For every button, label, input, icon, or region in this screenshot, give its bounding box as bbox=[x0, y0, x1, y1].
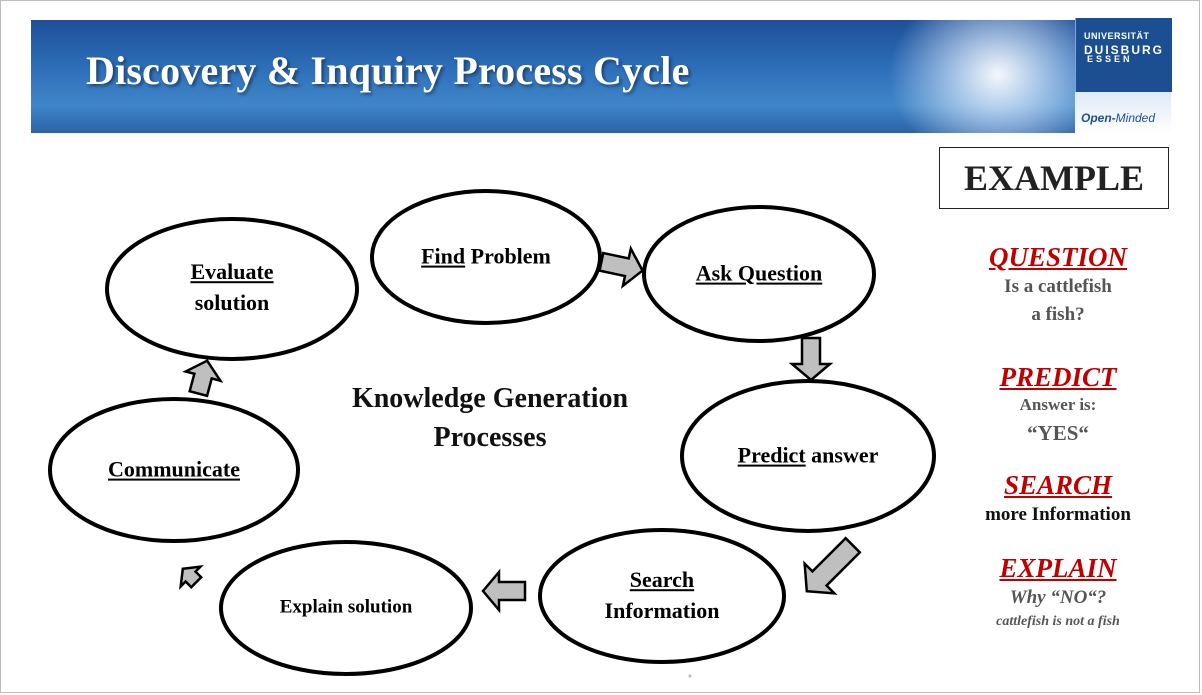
slide-title: Discovery & Inquiry Process Cycle bbox=[86, 48, 690, 93]
example-title: EXAMPLE bbox=[964, 158, 1144, 198]
example-search: SEARCH more Information bbox=[985, 470, 1131, 529]
example-predict-heading: PREDICT bbox=[999, 362, 1117, 392]
arrow-search-to-explain bbox=[481, 568, 527, 614]
node-ellipse-communicate bbox=[48, 397, 300, 543]
header-banner: Discovery & Inquiry Process Cycle bbox=[31, 20, 1168, 133]
node-ellipse-ask bbox=[642, 205, 876, 343]
arrow-predict-to-search bbox=[803, 536, 862, 595]
logo-line-3: ESSEN bbox=[1087, 54, 1133, 64]
banner-glow bbox=[888, 20, 1108, 133]
example-predict-line-2: “YES“ bbox=[1027, 420, 1089, 445]
logo-line-2: DUISBURG bbox=[1084, 43, 1165, 57]
arrow-find-to-ask bbox=[598, 245, 645, 289]
node-find-problem: Find Problem bbox=[421, 243, 551, 269]
example-explain: EXPLAIN Why “NO“? cattlefish is not a fi… bbox=[996, 553, 1120, 632]
logo-box: UNIVERSITÄT DUISBURG ESSEN bbox=[1075, 18, 1172, 92]
node-ask-question: Ask Question bbox=[695, 260, 823, 286]
node-communicate: Communicate bbox=[108, 456, 240, 482]
node-ellipse-search bbox=[538, 528, 786, 664]
university-logo: UNIVERSITÄT DUISBURG ESSEN Open-Minded bbox=[1075, 18, 1172, 134]
example-search-line-1: more Information bbox=[985, 504, 1131, 525]
example-question: QUESTION Is a cattlefish a fish? bbox=[989, 242, 1127, 328]
node-ellipse-explain bbox=[219, 540, 473, 676]
logo-tagline-box: Open-Minded bbox=[1075, 92, 1171, 134]
node-ellipse-find bbox=[370, 189, 602, 325]
node-predict-answer: Predict answer bbox=[737, 442, 879, 468]
logo-tagline: Open-Minded bbox=[1081, 111, 1156, 125]
arrow-explain-to-communicate bbox=[179, 565, 204, 590]
example-question-heading: QUESTION bbox=[988, 242, 1128, 272]
example-explain-line-2: cattlefish is not a fish bbox=[996, 613, 1120, 629]
arrow-communicate-to-evaluate bbox=[182, 359, 224, 398]
example-explain-heading: EXPLAIN bbox=[999, 553, 1117, 583]
node-explain-solution: Explain solution bbox=[279, 596, 413, 618]
example-question-line-2: a fish? bbox=[1031, 303, 1085, 325]
node-ellipse-evaluate bbox=[105, 217, 359, 361]
example-question-line-1: Is a cattlefish bbox=[1004, 276, 1112, 297]
example-explain-line-1: Why “NO“? bbox=[1009, 587, 1107, 608]
node-ellipse-predict bbox=[680, 379, 936, 533]
example-title-box: EXAMPLE bbox=[939, 147, 1169, 209]
logo-line-1: UNIVERSITÄT bbox=[1084, 31, 1150, 41]
arrow-ask-to-predict bbox=[788, 336, 834, 382]
example-predict-line-1: Answer is: bbox=[1019, 395, 1097, 414]
example-search-heading: SEARCH bbox=[1003, 470, 1113, 500]
example-predict: PREDICT Answer is: “YES“ bbox=[999, 362, 1116, 448]
stray-dot bbox=[688, 674, 692, 678]
